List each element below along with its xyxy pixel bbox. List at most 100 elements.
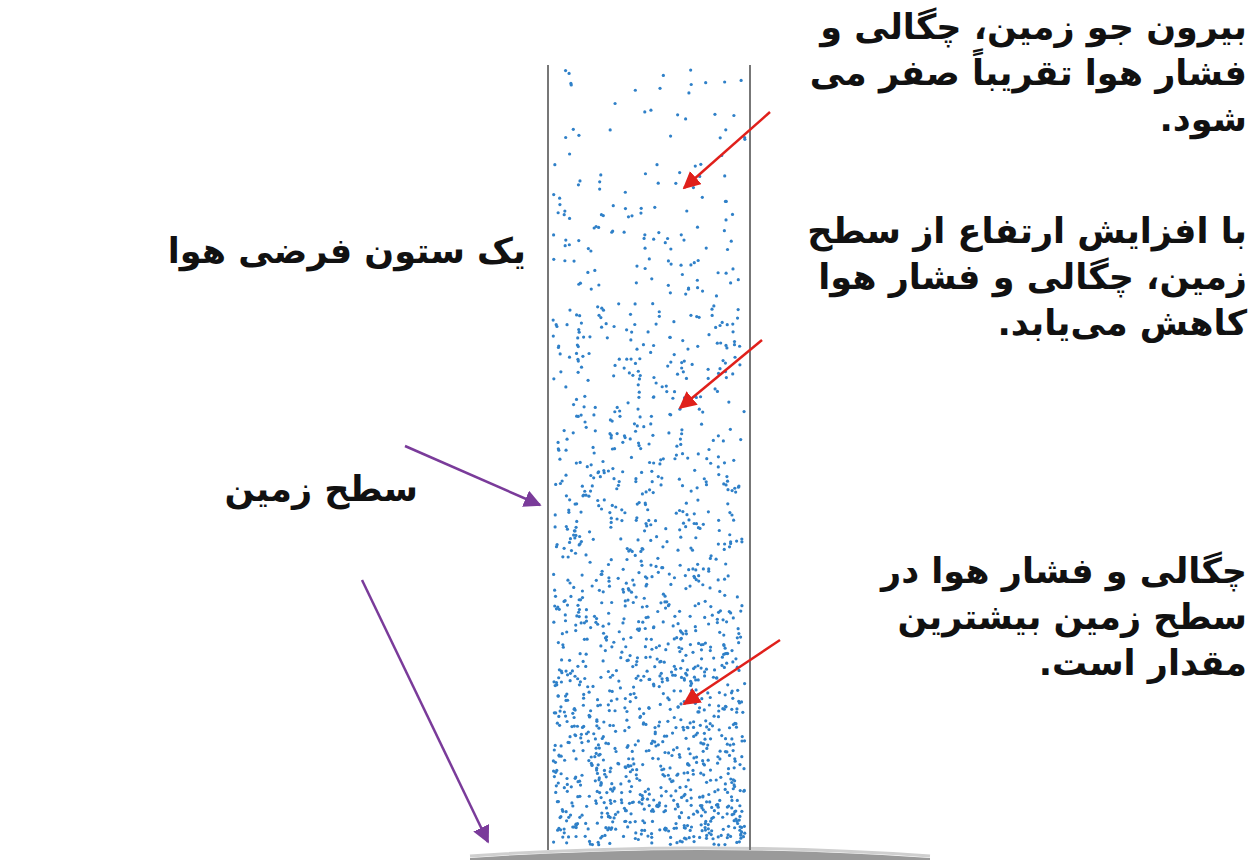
air-particle — [599, 796, 602, 799]
air-particle — [559, 815, 562, 818]
air-particle — [570, 785, 573, 788]
air-particle — [560, 772, 563, 775]
air-particle — [702, 742, 705, 745]
air-particle — [672, 799, 675, 802]
air-particle — [625, 558, 628, 561]
air-particle — [558, 608, 561, 611]
air-particle — [606, 336, 609, 339]
air-particle — [732, 519, 735, 522]
air-particle — [679, 840, 682, 843]
air-particle — [672, 320, 675, 323]
air-particle — [577, 183, 580, 186]
air-particle — [651, 757, 654, 760]
air-particle — [686, 771, 689, 774]
air-particle — [692, 813, 695, 816]
air-particle — [711, 314, 714, 317]
air-particle — [675, 454, 678, 457]
air-particle — [564, 238, 567, 241]
air-particle — [655, 646, 658, 649]
air-particle — [697, 259, 700, 262]
air-particle — [587, 352, 590, 355]
air-particle — [567, 816, 570, 819]
ground-highlight — [470, 848, 930, 856]
air-particle — [633, 422, 636, 425]
air-particle — [616, 406, 619, 409]
air-particle — [557, 715, 560, 718]
air-particle — [671, 732, 674, 735]
air-particle — [619, 686, 622, 689]
air-particle — [724, 200, 727, 203]
air-particle — [575, 415, 578, 418]
air-particle — [568, 581, 571, 584]
air-particle — [595, 724, 598, 727]
air-particle — [581, 355, 584, 358]
air-particle — [645, 749, 648, 752]
air-particle — [638, 627, 641, 630]
air-particle — [694, 604, 697, 607]
air-particle — [625, 328, 628, 331]
air-particle — [707, 333, 710, 336]
air-particle — [627, 726, 630, 729]
air-particle — [678, 753, 681, 756]
air-particle — [629, 636, 632, 639]
air-particle — [701, 411, 704, 414]
air-particle — [693, 469, 696, 472]
air-particle — [696, 664, 699, 667]
air-particle — [725, 652, 728, 655]
air-particle — [552, 621, 555, 624]
air-particle — [706, 691, 709, 694]
air-particle — [727, 767, 730, 770]
air-particle — [726, 502, 729, 505]
air-particle — [681, 484, 684, 487]
air-particle — [720, 734, 723, 737]
air-particle — [594, 779, 597, 782]
air-particle — [713, 387, 716, 390]
air-particle — [573, 502, 576, 505]
air-particle — [670, 754, 673, 757]
air-particle — [698, 408, 701, 411]
air-particle — [615, 487, 618, 490]
air-particle — [559, 482, 562, 485]
air-particle — [650, 470, 653, 473]
air-particle — [625, 719, 628, 722]
air-particle — [595, 802, 598, 805]
air-particle — [718, 367, 721, 370]
air-particle — [652, 491, 655, 494]
air-particle — [694, 678, 697, 681]
air-particle — [701, 795, 704, 798]
air-particle — [607, 576, 610, 579]
air-particle — [644, 627, 647, 630]
air-particle — [638, 415, 641, 418]
air-particle — [624, 191, 627, 194]
air-particle — [692, 186, 695, 189]
air-particle — [723, 708, 726, 711]
air-particle — [704, 719, 707, 722]
air-particle — [717, 434, 720, 437]
air-particle — [553, 775, 556, 778]
air-particle — [631, 750, 634, 753]
air-particle — [721, 359, 724, 362]
air-particle — [640, 829, 643, 832]
air-particle — [704, 81, 707, 84]
air-particle — [641, 492, 644, 495]
air-particle — [678, 478, 681, 481]
air-particle — [594, 406, 597, 409]
air-particle — [584, 822, 587, 825]
air-particle — [704, 826, 707, 829]
air-particle — [661, 680, 664, 683]
air-particle — [738, 818, 741, 821]
air-particle — [680, 647, 683, 650]
air-particle — [574, 835, 577, 838]
air-particle — [634, 696, 637, 699]
air-particle — [649, 523, 652, 526]
air-particle — [598, 746, 601, 749]
air-particle — [627, 215, 630, 218]
air-particle — [554, 513, 557, 516]
air-particle — [631, 665, 634, 668]
air-particle — [682, 238, 685, 241]
air-particle — [581, 485, 584, 488]
air-particle — [732, 114, 735, 117]
air-particle — [632, 762, 635, 765]
air-particle — [689, 684, 692, 687]
air-particle — [628, 780, 631, 783]
